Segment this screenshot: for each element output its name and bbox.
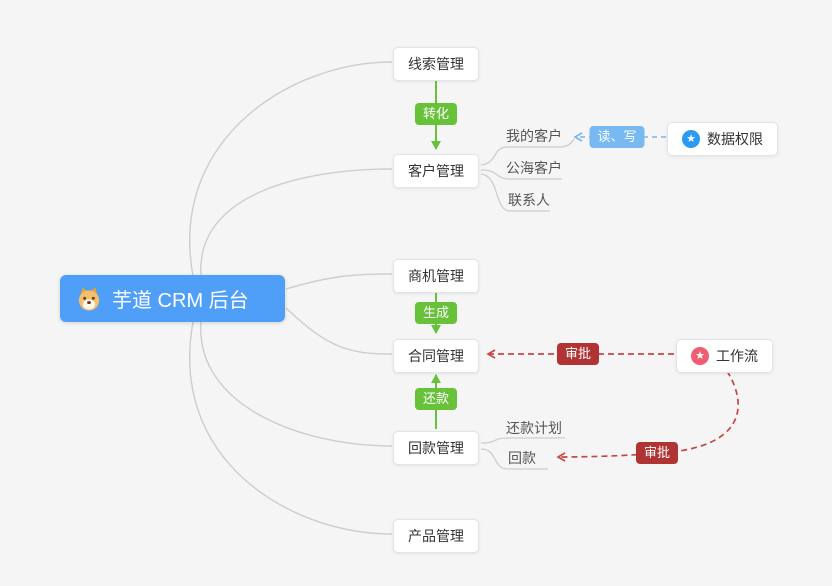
edge-customers-my-customers: [480, 138, 575, 166]
badge-approve-receivable: 审批: [635, 442, 679, 464]
sub-label-my-customers: 我的客户: [506, 128, 562, 144]
sub-label-repay-plan: 还款计划: [506, 420, 562, 436]
badge-approve-contract: 审批: [556, 343, 600, 365]
badge-convert: 转化: [414, 103, 458, 125]
edge-root-receivables: [200, 321, 393, 447]
sub-label-public-sea: 公海客户: [506, 160, 562, 176]
edge-root-leads: [189, 61, 393, 277]
edge-receivables-receipt: [480, 448, 548, 470]
edge-root-products: [189, 321, 393, 535]
badge-read-write: 读、写: [589, 126, 645, 148]
node-data-permission: ★ 数据权限: [667, 122, 778, 156]
star-icon: ★: [682, 130, 700, 148]
root-node-label: 芋道 CRM 后台: [112, 290, 249, 312]
edge-root-customers: [200, 168, 393, 277]
arrow-approve-receivable: [556, 370, 740, 462]
edge-customers-public-sea: [480, 169, 562, 180]
root-node: 芋道 CRM 后台: [60, 275, 285, 322]
sub-label-contacts: 联系人: [508, 192, 550, 208]
node-data-permission-label: 数据权限: [707, 131, 763, 147]
node-customers: 客户管理: [393, 154, 479, 188]
edge-customers-contacts: [480, 173, 550, 212]
edge-root-contracts: [285, 307, 393, 355]
badge-generate: 生成: [414, 302, 458, 324]
node-contracts: 合同管理: [393, 339, 479, 373]
node-opportunities: 商机管理: [393, 259, 479, 293]
edge-root-opportunities: [285, 273, 393, 290]
node-products: 产品管理: [393, 519, 479, 553]
node-leads: 线索管理: [393, 47, 479, 81]
node-receivables: 回款管理: [393, 431, 479, 465]
sub-label-receipt: 回款: [508, 450, 536, 466]
edge-receivables-repay-plan: [480, 437, 565, 444]
badge-repay: 还款: [414, 388, 458, 410]
dog-icon: [78, 286, 100, 311]
node-workflow-label: 工作流: [716, 348, 758, 364]
star-icon: ★: [691, 347, 709, 365]
node-workflow: ★ 工作流: [676, 339, 773, 373]
